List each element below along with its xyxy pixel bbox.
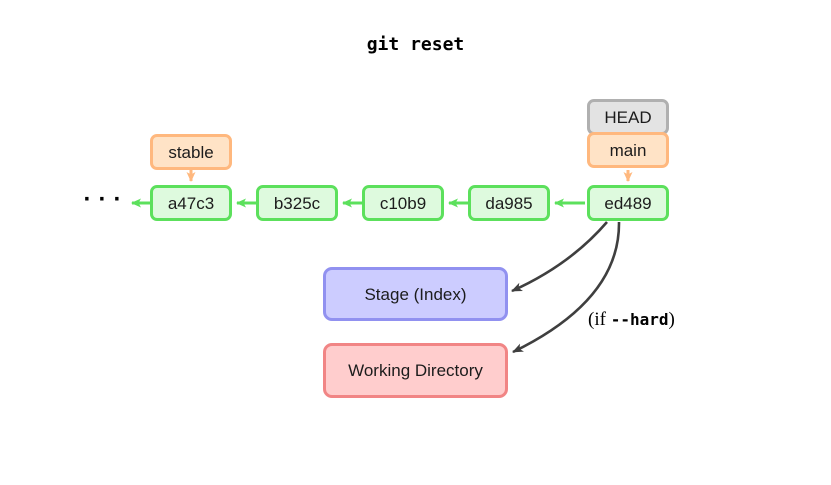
diagram-title: git reset: [366, 34, 465, 55]
arrow-ed489-to-working-directory: [512, 221, 621, 354]
arrow-ed489-to-stage: [511, 221, 608, 293]
branch-stable-box: stable: [150, 134, 232, 170]
stage-index-box: Stage (Index): [323, 267, 508, 321]
commit-c10b9: c10b9: [362, 185, 444, 221]
commit-b325c: b325c: [256, 185, 338, 221]
commit-da985: da985: [468, 185, 550, 221]
working-directory-box: Working Directory: [323, 343, 508, 398]
commit-a47c3: a47c3: [150, 185, 232, 221]
head-ref-box: HEAD: [587, 99, 669, 135]
annotation-suffix: ): [668, 309, 675, 330]
annotation-prefix: (if: [588, 309, 611, 330]
if-hard-annotation: (if --hard): [588, 309, 675, 331]
older-commits-ellipsis: ···: [83, 186, 129, 213]
branch-main-box: main: [587, 132, 669, 168]
annotation-code: --hard: [610, 310, 669, 329]
commit-ed489: ed489: [587, 185, 669, 221]
